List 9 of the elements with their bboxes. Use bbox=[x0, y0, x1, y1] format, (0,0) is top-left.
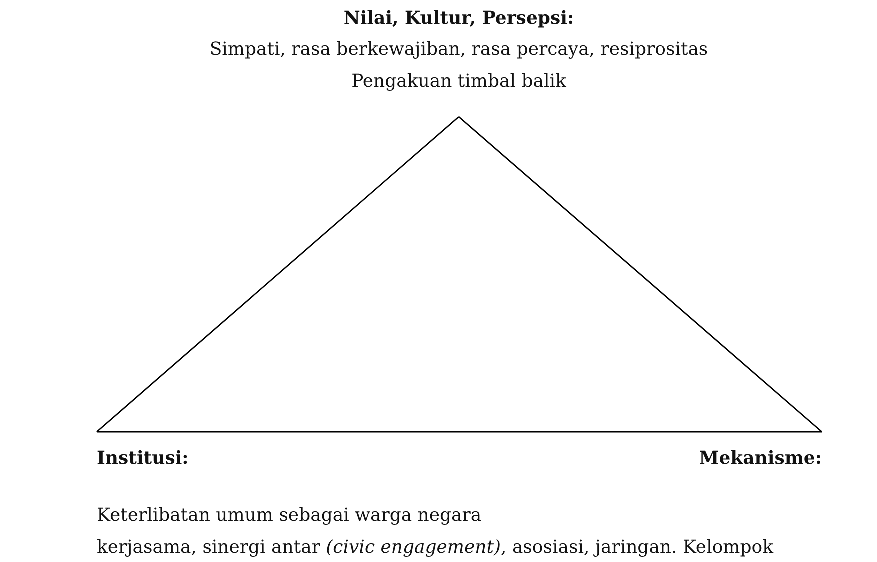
corner-heading: Institusi: bbox=[97, 447, 190, 471]
corner-heading: Mekanisme: bbox=[698, 447, 822, 471]
triangle-side-line bbox=[96, 116, 460, 433]
corner-heading: Nilai, Kultur, Persepsi: bbox=[342, 7, 576, 31]
corner-text: Simpati, rasa berkewajiban, rasa percaya, resiprositas Pengakuan timbal balik bbox=[208, 38, 710, 94]
triangle-side-line bbox=[458, 116, 822, 433]
body-text: kerjasama, sinergi antar (civic engagement), asosiasi, jaringan. Kelompok bbox=[97, 536, 775, 560]
body-text: Keterlibatan umum sebagai warga negara bbox=[97, 504, 483, 528]
triangle-side-line bbox=[97, 431, 822, 433]
